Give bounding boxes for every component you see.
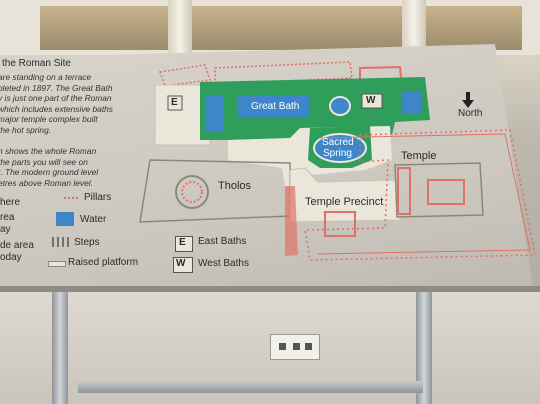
legend-side-area-fragment: de area <box>0 240 34 251</box>
legend-steps: Steps <box>74 237 100 248</box>
altar <box>324 211 356 237</box>
sacred-spring-label-line2: Spring <box>323 148 352 159</box>
temple-precinct-label: Temple Precinct <box>305 196 384 208</box>
tholos-label: Tholos <box>218 180 252 192</box>
north-label: North <box>458 108 483 119</box>
legend-today-fragment: oday <box>0 252 22 263</box>
legend-area-fragment: rea <box>0 212 15 223</box>
intro-line: the hot spring. <box>0 124 52 135</box>
intro-line: pleted in 1897. The Great Bath <box>0 82 113 93</box>
tholos-precinct <box>139 159 291 223</box>
north-arrow-icon <box>462 92 474 108</box>
intro-line: major temple complex built <box>0 114 98 125</box>
intro-line: t. The modern ground level <box>0 167 99 178</box>
window-pane <box>426 6 522 50</box>
intro-line: are standing on a terrace <box>0 72 92 82</box>
temple-building <box>427 179 465 205</box>
steps-icon <box>52 237 69 247</box>
water-swatch <box>56 212 74 226</box>
precinct-boundary <box>317 133 531 255</box>
west-baths-key-box <box>173 257 193 273</box>
pillar-outline <box>214 61 353 85</box>
temple-steps <box>397 167 411 215</box>
pillars-swatch <box>64 197 80 199</box>
stand-leg-left <box>52 288 68 404</box>
raised-platform-swatch <box>48 261 66 267</box>
temple-outline <box>394 162 484 218</box>
intro-line: etres above Roman level. <box>0 177 93 188</box>
legend-raised-platform: Raised platform <box>68 257 139 268</box>
legend-west-baths: West Baths <box>198 258 249 269</box>
intro-line: n shows the whole Roman <box>0 146 97 157</box>
east-baths-key: E <box>179 237 186 248</box>
east-baths-marker-bg <box>167 95 183 111</box>
west-bath-pool <box>206 95 224 131</box>
legend-east-baths: East Baths <box>198 236 247 247</box>
circular-bath <box>329 96 351 116</box>
stone-column <box>402 0 426 55</box>
legend-today-fragment: ay <box>0 224 11 235</box>
sacred-spring-pool <box>313 133 367 163</box>
window-pane <box>40 6 168 50</box>
baths-complex <box>200 77 430 140</box>
window-pane <box>192 6 402 50</box>
great-bath-pool <box>238 96 310 118</box>
raised-platform <box>289 167 401 223</box>
power-socket <box>270 334 320 360</box>
intro-line: the parts you will see on <box>0 156 88 167</box>
board-edge <box>0 286 540 292</box>
intro-line: which includes extensive baths <box>0 103 113 114</box>
intro-text: are standing on a terrace pleted in 1897… <box>0 60 158 189</box>
stand-leg-right <box>416 288 432 404</box>
site-map <box>139 61 535 261</box>
pillar-outline <box>158 64 211 87</box>
intro-line: y is just one part of the Roman <box>0 93 112 104</box>
tholos-outline <box>175 175 209 209</box>
great-bath-label: Great Bath <box>251 101 300 112</box>
west-baths-key: W <box>176 258 186 269</box>
pillar-row <box>285 186 298 256</box>
temple-label: Temple <box>401 150 437 162</box>
sacred-spring-label-line1: Sacred <box>322 137 354 148</box>
stone-column <box>168 0 192 55</box>
legend-water: Water <box>80 214 107 225</box>
west-baths-marker: W <box>366 95 376 106</box>
legend-pillars: Pillars <box>84 192 112 203</box>
stand-crossbar <box>78 381 423 393</box>
east-bath-pool <box>402 92 422 114</box>
east-baths-key-box <box>175 236 193 252</box>
east-baths-marker: E <box>171 97 178 108</box>
board-title: the Roman Site <box>2 58 71 69</box>
window-frame <box>0 0 540 55</box>
legend-where-fragment: here <box>0 197 21 208</box>
tholos-pillars <box>181 181 203 203</box>
west-baths-marker-bg <box>361 93 383 109</box>
